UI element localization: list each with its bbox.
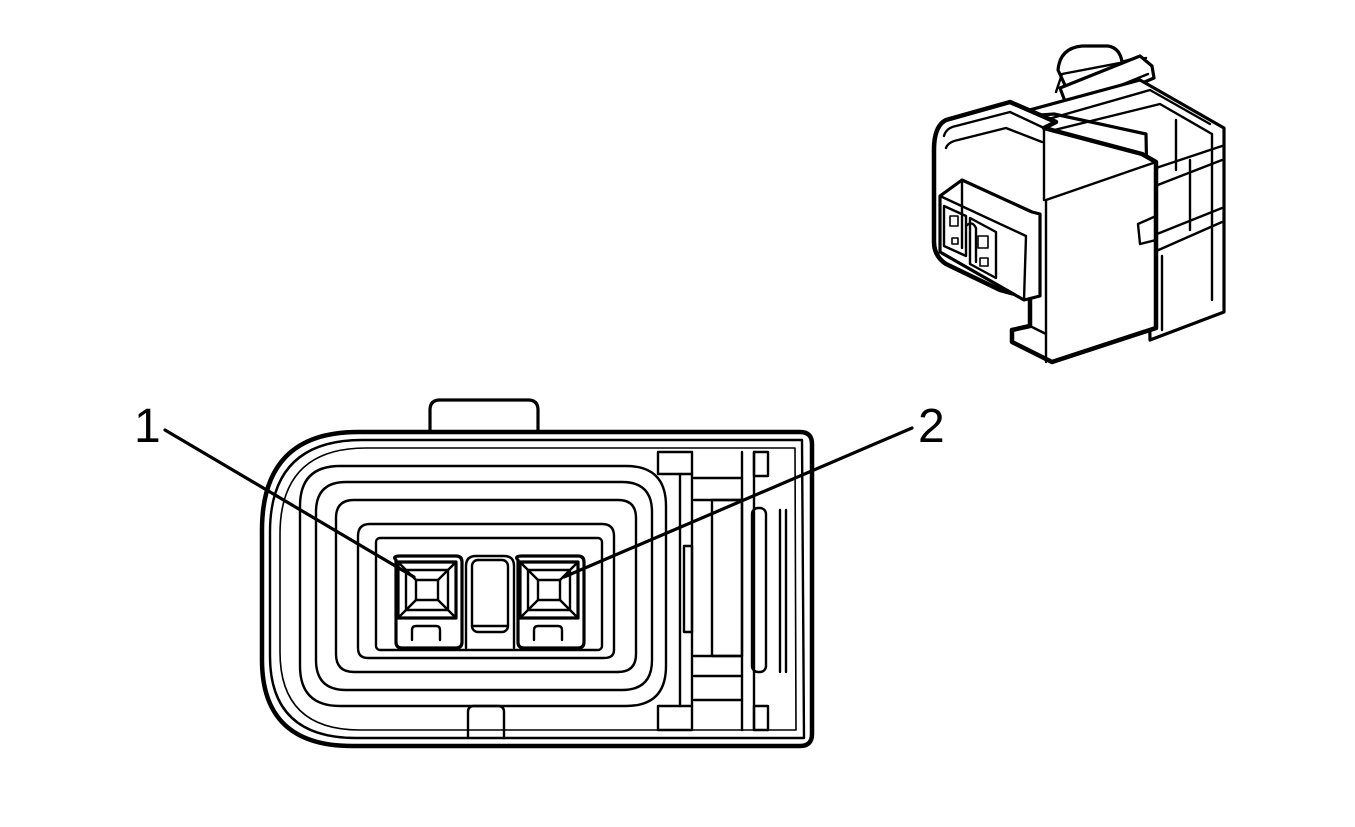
terminal-cavity-inner (374, 536, 604, 652)
connector-face-view (259, 398, 815, 749)
callout-label-1: 1 (134, 400, 161, 453)
seal-ring-outer (298, 464, 668, 708)
connector-isometric-view (931, 44, 1226, 365)
callout-1: 1 (134, 400, 416, 579)
side-lock-features (656, 450, 788, 732)
leader-line-1 (163, 428, 416, 579)
leader-line-2 (562, 426, 914, 579)
back-shell (998, 78, 1226, 342)
terminal-1 (393, 554, 464, 650)
face-recess (938, 178, 1042, 302)
bottom-notch (466, 704, 506, 740)
iso-terminals (942, 204, 998, 280)
seal-ring-middle (314, 480, 654, 692)
terminal-divider (464, 554, 516, 650)
body-inner-edge (268, 438, 806, 740)
latch-tab (428, 398, 540, 436)
callout-label-2: 2 (918, 400, 945, 453)
seal-ring-inner (334, 498, 638, 674)
terminal-cavity-frame (356, 522, 616, 660)
body-inner-edge-2 (279, 447, 797, 731)
callout-2: 2 (562, 400, 945, 579)
terminal-2 (515, 554, 586, 650)
